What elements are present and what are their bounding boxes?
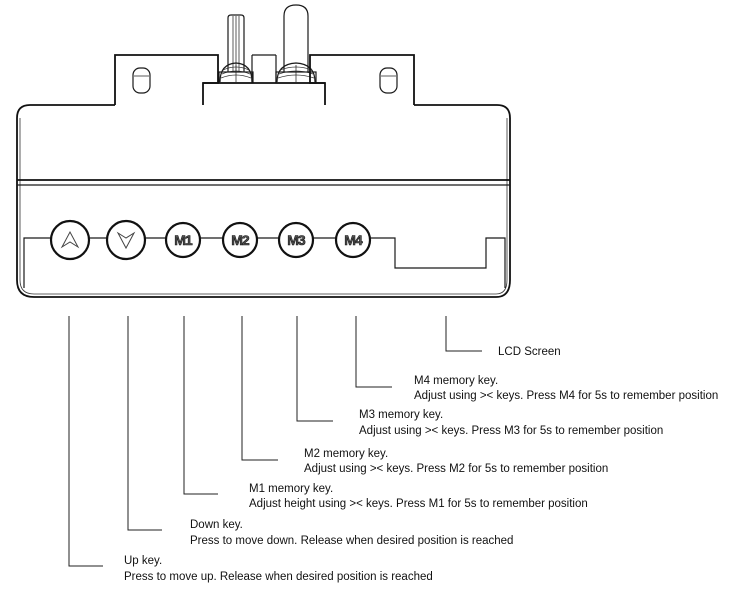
chevron-up-icon (60, 230, 80, 249)
callout-up-desc: Press to move up. Release when desired p… (124, 571, 433, 583)
m2-button[interactable]: M2 (221, 221, 259, 259)
lcd-screen (396, 239, 485, 267)
m2-button-label: M2 (231, 232, 250, 248)
leader-m4 (355, 316, 392, 388)
callout-m4-title: M4 memory key. (414, 375, 498, 387)
callout-m2-title: M2 memory key. (304, 448, 388, 460)
callout-m2-desc: Adjust using >< keys. Press M2 for 5s to… (304, 463, 608, 475)
m4-button[interactable]: M4 (334, 221, 372, 259)
down-button[interactable] (105, 219, 147, 261)
leader-up (68, 316, 103, 567)
callouts: LCD Screen M4 memory key. Adjust using >… (124, 346, 718, 583)
m4-button-label: M4 (344, 232, 363, 248)
chevron-down-icon (116, 231, 136, 250)
leader-m1 (183, 316, 218, 495)
m1-button[interactable]: M1 (164, 221, 202, 259)
callout-down-desc: Press to move down. Release when desired… (190, 535, 513, 547)
top-housing (114, 54, 415, 105)
m1-button-label: M1 (174, 232, 193, 248)
callout-m1-title: M1 memory key. (249, 483, 333, 495)
front-panel (23, 237, 506, 288)
keypad: M1 M2 M3 M4 (49, 219, 372, 261)
cables (218, 4, 317, 84)
leader-down (127, 316, 162, 531)
callout-up-title: Up key. (124, 555, 162, 567)
mounting-slot-left (132, 67, 151, 94)
leader-lcd (445, 316, 482, 352)
up-button[interactable] (49, 219, 91, 261)
leader-m2 (241, 316, 278, 461)
mounting-slot-right (379, 67, 398, 94)
callout-lcd-title: LCD Screen (498, 346, 561, 358)
m3-button-label: M3 (287, 232, 306, 248)
callout-down-title: Down key. (190, 519, 243, 531)
cable-left (218, 14, 254, 84)
callout-m1-desc: Adjust height using >< keys. Press M1 fo… (249, 498, 588, 510)
callout-m3-desc: Adjust using >< keys. Press M3 for 5s to… (359, 425, 663, 437)
controller-body (16, 104, 511, 298)
leader-m3 (296, 316, 333, 422)
m3-button[interactable]: M3 (277, 221, 315, 259)
callout-m4-desc: Adjust using >< keys. Press M4 for 5s to… (414, 390, 718, 402)
leader-lines (68, 316, 482, 567)
callout-m3-title: M3 memory key. (359, 409, 443, 421)
